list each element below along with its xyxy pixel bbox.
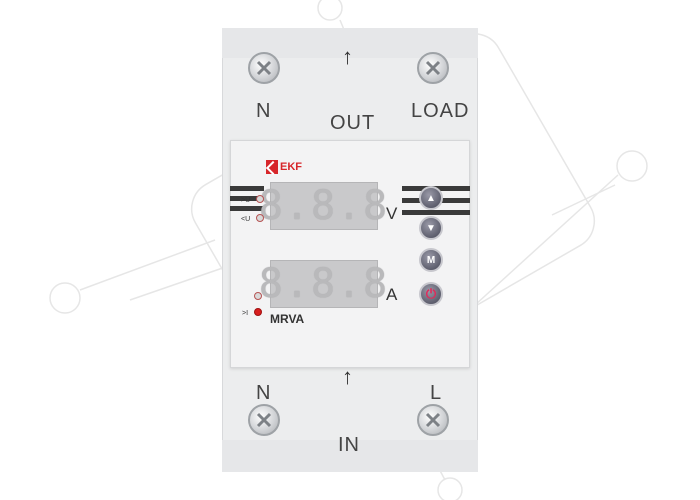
current-unit: A [386, 285, 398, 304]
power-button[interactable]: ⏻ [419, 282, 443, 306]
bottom-cap [222, 440, 478, 472]
screw-cross-icon [256, 412, 272, 428]
mode-button[interactable]: M [419, 248, 443, 272]
terminal-screw-top-right [417, 52, 449, 84]
arrow-up-icon: ▲ [426, 192, 436, 204]
arrow-down-icon: ▼ [426, 222, 436, 234]
voltage-reading: 8.8.8 [258, 183, 390, 229]
arrow-up-icon: ↑ [342, 364, 353, 389]
brand-logo: EKF [266, 160, 302, 174]
voltage-display: 8.8.8 [259, 182, 387, 230]
terminal-label-in: IN [338, 434, 360, 456]
terminal-label-l: L [430, 382, 443, 404]
screw-cross-icon [425, 60, 441, 76]
arrow-up-icon: ↑ [342, 44, 353, 69]
mode-label: M [426, 254, 436, 266]
terminal-screw-bottom-left [248, 404, 280, 436]
ekf-logo-icon [266, 160, 278, 174]
over-voltage-label: >U [241, 197, 251, 204]
power-icon: ⏻ [425, 286, 437, 301]
over-current-led [254, 308, 262, 316]
terminal-label-load: LOAD [411, 100, 470, 122]
indicator-led-off [254, 292, 262, 300]
up-button[interactable]: ▲ [419, 186, 443, 210]
down-button[interactable]: ▼ [419, 216, 443, 240]
terminal-label-n-out: N [256, 100, 272, 122]
model-label: MRVA [270, 312, 305, 326]
terminal-label-n-in: N [256, 382, 272, 404]
terminal-label-out: OUT [330, 112, 376, 134]
terminal-screw-bottom-right [417, 404, 449, 436]
current-display: 8.8.8 [259, 260, 387, 308]
current-reading: 8.8.8 [258, 261, 390, 307]
stripe-left-2 [230, 196, 264, 201]
over-voltage-led [256, 195, 264, 203]
stripe-right-3 [402, 210, 470, 215]
under-voltage-led [256, 214, 264, 222]
under-voltage-label: <U [241, 216, 251, 223]
stripe-left-1 [230, 186, 264, 191]
over-current-label: >I [242, 310, 249, 317]
brand-logo-text: EKF [280, 161, 302, 173]
terminal-screw-top-left [248, 52, 280, 84]
voltage-unit: V [386, 204, 398, 223]
stripe-left-3 [230, 206, 264, 211]
screw-cross-icon [425, 412, 441, 428]
screw-cross-icon [256, 60, 272, 76]
